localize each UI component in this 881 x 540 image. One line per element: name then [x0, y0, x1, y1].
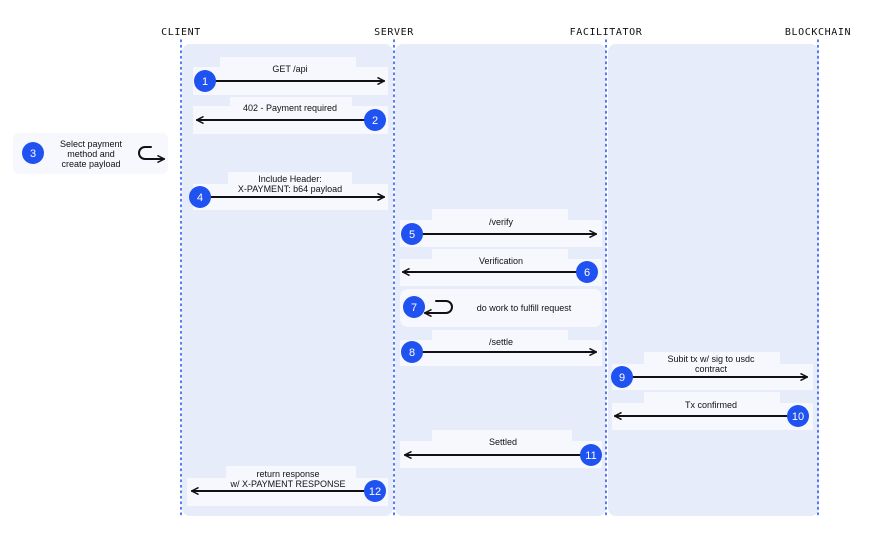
step-9-number: 9: [619, 372, 625, 384]
step-12-label-line-2: w/ X-PAYMENT RESPONSE: [229, 479, 345, 489]
step-4-label-line-2: X-PAYMENT: b64 payload: [238, 184, 342, 194]
step-4-label-line-1: Include Header:: [258, 174, 322, 184]
step-12-number: 12: [369, 486, 381, 498]
step-12-badge: [364, 480, 386, 502]
step-6-label: Verification: [479, 256, 523, 266]
step-10: Tx confirmed 10: [612, 392, 813, 430]
step-12-card: [187, 466, 388, 506]
step-3-number: 3: [30, 148, 36, 160]
step-6-card: [400, 249, 602, 286]
step-2: 402 - Payment required 2: [193, 97, 388, 134]
step-7-card: [400, 289, 602, 327]
step-8: /settle 8: [400, 330, 602, 366]
step-3-loop-arrow: [138, 146, 166, 163]
blockchain-header: BLOCKCHAIN: [785, 27, 851, 38]
step-9-badge: [611, 366, 633, 388]
step-3-badge: [22, 142, 44, 164]
step-4-badge: [189, 186, 211, 208]
step-10-number: 10: [792, 411, 804, 423]
step-4-number: 4: [197, 192, 203, 204]
client-header: CLIENT: [161, 27, 201, 38]
step-6-number: 6: [584, 267, 590, 279]
step-11-number: 11: [585, 450, 596, 462]
step-7-badge: [403, 296, 425, 318]
step-8-badge: [401, 341, 423, 363]
step-10-label: Tx confirmed: [685, 400, 737, 410]
step-5: /verify 5: [400, 209, 602, 247]
step-7-loop-arrow: [423, 300, 453, 317]
facilitator-header: FACILITATOR: [570, 27, 643, 38]
step-9-label-line-2: contract: [695, 364, 728, 374]
step-9: Subit tx w/ sig to usdc contract 9: [611, 352, 813, 390]
step-3-label-line-2: method and: [67, 149, 115, 159]
step-10-card: [612, 392, 813, 430]
step-1: GET /api 1: [193, 57, 388, 95]
step-11-label: Settled: [489, 437, 517, 447]
step-8-card: [400, 330, 602, 366]
step-4-card: [193, 172, 388, 210]
step-12-label-line-1: return response: [256, 469, 319, 479]
step-8-number: 8: [409, 347, 415, 359]
step-3-card: [13, 133, 168, 174]
step-6-badge: [576, 261, 598, 283]
step-3: 3 Select payment method and create paylo…: [13, 133, 168, 174]
step-2-badge: [364, 109, 386, 131]
step-1-badge: [194, 70, 216, 92]
step-11: Settled 11: [400, 430, 602, 468]
step-2-card: [193, 97, 388, 134]
step-2-number: 2: [372, 115, 378, 127]
step-5-number: 5: [409, 229, 415, 241]
client-lane-background: [182, 44, 393, 516]
step-8-label: /settle: [489, 337, 513, 347]
step-9-card: [612, 352, 813, 390]
step-7-number: 7: [411, 302, 417, 314]
step-7-label: do work to fulfill request: [477, 303, 572, 313]
step-5-card: [400, 209, 602, 247]
step-1-card: [193, 57, 388, 95]
step-7: 7 do work to fulfill request: [400, 289, 602, 327]
step-12: return response w/ X-PAYMENT RESPONSE 12: [187, 466, 388, 506]
step-11-badge: [580, 444, 602, 466]
step-1-number: 1: [202, 76, 208, 88]
step-5-label: /verify: [489, 217, 514, 227]
facilitator-lane-background: [608, 44, 819, 516]
step-11-card: [400, 430, 602, 468]
step-3-label-line-1: Select payment: [60, 139, 123, 149]
step-1-label: GET /api: [272, 64, 307, 74]
step-2-label: 402 - Payment required: [243, 103, 337, 113]
step-9-label-line-1: Subit tx w/ sig to usdc: [667, 354, 755, 364]
server-header: SERVER: [374, 27, 414, 38]
step-6: Verification 6: [400, 249, 602, 286]
step-5-badge: [401, 223, 423, 245]
step-10-badge: [787, 405, 809, 427]
step-4: Include Header: X-PAYMENT: b64 payload 4: [189, 172, 388, 210]
step-3-label-line-3: create payload: [61, 159, 120, 169]
